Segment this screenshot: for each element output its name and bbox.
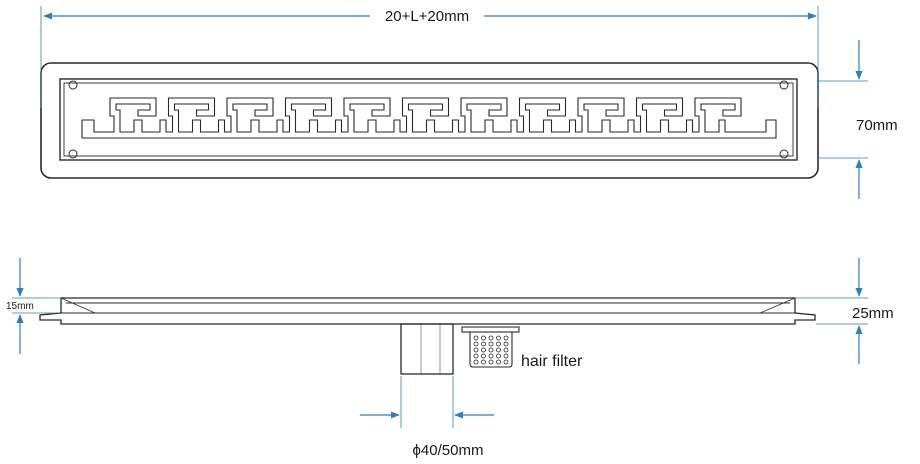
filter-hole — [503, 353, 509, 359]
top-view — [40, 62, 819, 179]
filter-hole — [496, 353, 501, 359]
filter-hole — [481, 353, 486, 359]
filter-hole — [481, 335, 486, 341]
filter-hole — [473, 341, 479, 347]
filter-hole — [481, 347, 486, 353]
screw-bottom-right — [779, 149, 789, 159]
height-label-70: 70mm — [856, 117, 898, 134]
filter-hole — [481, 359, 486, 365]
filter-hole — [496, 341, 501, 347]
filter-hole — [473, 353, 479, 359]
filter-hole — [473, 359, 479, 365]
filter-hole — [503, 347, 509, 353]
greek-key-pattern — [81, 97, 777, 139]
rim-slope-right — [759, 297, 796, 314]
rim-slope-left — [60, 297, 96, 314]
outlet-diameter-label: ϕ40/50mm — [413, 442, 484, 459]
side-view — [39, 297, 816, 375]
outlet-dimension: ϕ40/50mm — [360, 376, 494, 459]
screw-top-right — [779, 80, 789, 90]
hair-filter-icon — [461, 326, 520, 368]
height-label-25mm: 25mm — [852, 305, 894, 322]
filter-holes — [473, 335, 509, 365]
rim-label-15mm: 15mm — [6, 301, 34, 312]
grate-inner-frame — [63, 82, 794, 157]
filter-hole — [496, 335, 501, 341]
height-dimension-side: 25mm — [796, 258, 894, 364]
screw-bottom-left — [68, 149, 78, 159]
height-dimension-top: 70mm — [818, 40, 898, 199]
filter-hole — [481, 341, 486, 347]
filter-hole — [503, 335, 509, 341]
width-label: 20+L+20mm — [385, 8, 469, 25]
filter-hole — [488, 347, 494, 353]
filter-hole — [488, 353, 494, 359]
filter-hole — [488, 335, 494, 341]
filter-hole — [496, 359, 501, 365]
rim-dimension: 15mm — [6, 258, 60, 354]
filter-hole — [473, 335, 479, 341]
drain-outer-frame — [40, 62, 819, 179]
hair-filter-label: hair filter — [521, 353, 583, 370]
filter-hole — [503, 341, 509, 347]
filter-hole — [496, 347, 501, 353]
width-dimension: 20+L+20mm — [40, 6, 819, 108]
outlet-pipe — [400, 323, 454, 375]
filter-hole — [488, 341, 494, 347]
channel-rim — [39, 297, 816, 325]
filter-hole — [473, 347, 479, 353]
filter-hole — [488, 359, 494, 365]
filter-hole — [503, 359, 509, 365]
grate-frame — [59, 78, 798, 161]
screw-top-left — [68, 80, 78, 90]
